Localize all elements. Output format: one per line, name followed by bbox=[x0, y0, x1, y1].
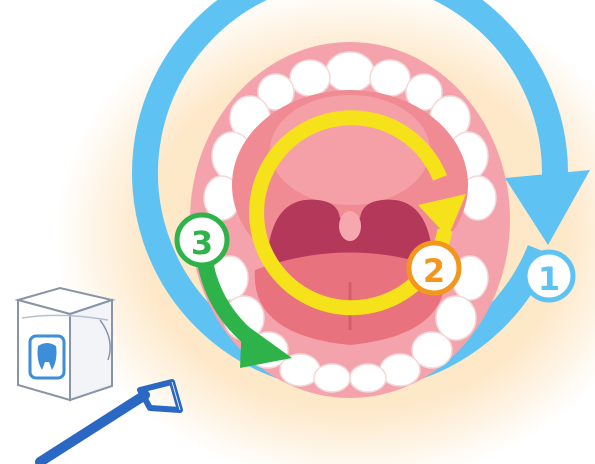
step1-badge: 1 bbox=[525, 252, 573, 300]
mouth-illustration bbox=[190, 42, 510, 398]
svg-text:2: 2 bbox=[423, 252, 445, 290]
svg-text:3: 3 bbox=[191, 224, 213, 262]
step3-badge: 3 bbox=[177, 215, 227, 265]
svg-text:1: 1 bbox=[538, 260, 560, 298]
floss-box-icon bbox=[18, 288, 112, 400]
step2-badge: 2 bbox=[409, 243, 459, 293]
